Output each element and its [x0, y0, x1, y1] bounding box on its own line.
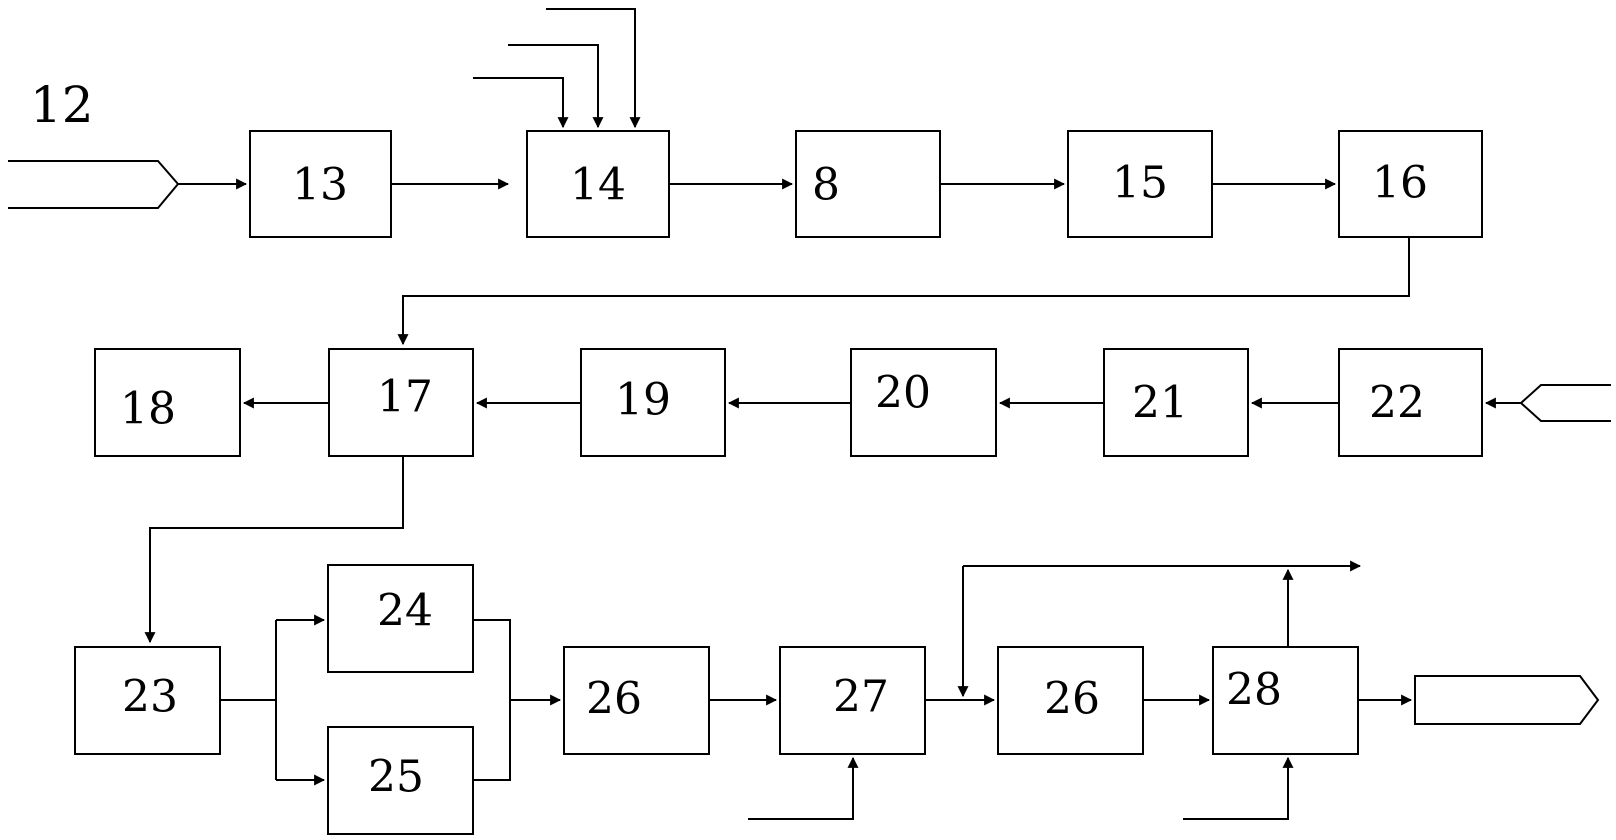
block-21-label: 21 — [1132, 378, 1188, 429]
block-20: 20 — [850, 348, 997, 457]
block-17: 17 — [328, 348, 474, 457]
block-18: 18 — [94, 348, 241, 457]
block-24: 24 — [327, 564, 474, 673]
input-line-14-b — [508, 44, 604, 129]
block-15: 15 — [1067, 130, 1213, 238]
block-25-label: 25 — [368, 752, 424, 803]
block-28: 28 — [1212, 646, 1359, 755]
input-line-28 — [1183, 756, 1294, 820]
block-19-label: 19 — [615, 375, 671, 426]
block-14: 14 — [526, 130, 670, 238]
block-27-label: 27 — [833, 672, 889, 723]
block-16-label: 16 — [1372, 158, 1428, 209]
block-26b-label: 26 — [1044, 674, 1100, 725]
input-line-14-a — [473, 77, 569, 129]
block-18-label: 18 — [120, 384, 176, 435]
block-22: 22 — [1338, 348, 1483, 457]
block-21: 21 — [1103, 348, 1249, 457]
block-17-label: 17 — [377, 372, 433, 423]
block-26a-label: 26 — [586, 674, 642, 725]
connector-17-to-23 — [144, 456, 404, 644]
block-15-label: 15 — [1112, 158, 1168, 209]
diagram-title: 12 — [30, 76, 94, 134]
block-24-label: 24 — [377, 586, 433, 637]
block-16: 16 — [1338, 130, 1483, 238]
connector-16-to-17 — [397, 237, 1410, 346]
block-23-label: 23 — [122, 672, 178, 723]
block-19: 19 — [580, 348, 726, 457]
input-line-14-c — [546, 8, 641, 129]
connector-merge-bus — [473, 619, 511, 781]
block-23: 23 — [74, 646, 221, 755]
block-26a: 26 — [563, 646, 710, 755]
block-22-label: 22 — [1369, 378, 1425, 429]
input-line-27 — [748, 756, 859, 820]
block-8: 8 — [795, 130, 941, 238]
block-28-label: 28 — [1226, 665, 1282, 716]
block-8-label: 8 — [812, 160, 840, 211]
input-terminal-right — [1519, 384, 1611, 422]
block-25: 25 — [327, 726, 474, 835]
block-26b: 26 — [997, 646, 1144, 755]
block-27: 27 — [779, 646, 926, 755]
block-13-label: 13 — [292, 160, 348, 211]
output-terminal — [1414, 675, 1600, 725]
block-20-label: 20 — [875, 368, 931, 419]
block-13: 13 — [249, 130, 392, 238]
block-14-label: 14 — [570, 160, 626, 211]
input-terminal-left — [8, 160, 180, 209]
